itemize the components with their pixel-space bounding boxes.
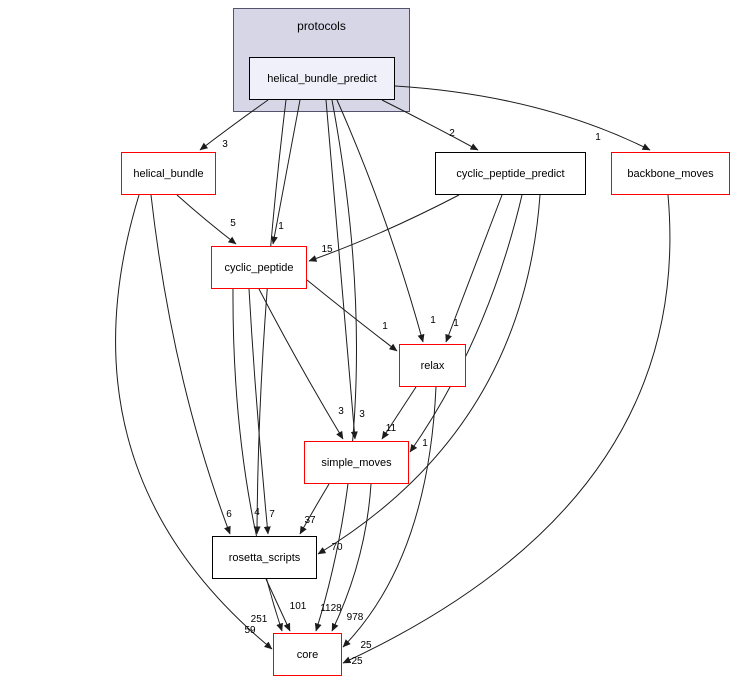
edge-cyclic_peptide-to-core — [232, 288, 283, 632]
node-helical-bundle-predict[interactable]: helical_bundle_predict — [249, 57, 395, 100]
edge-count-label: 1 — [595, 132, 601, 143]
edge-cyclic_peptide_predict-to-simple_moves — [409, 194, 523, 453]
edge-count-label: 7 — [269, 509, 275, 520]
node-relax[interactable]: relax — [399, 344, 466, 387]
edge-count-label: 59 — [244, 625, 256, 636]
edge-count-label: 251 — [251, 614, 268, 625]
edge-count-label: 5 — [230, 218, 236, 229]
edge-count-label: 101 — [290, 601, 307, 612]
edge-backbone_moves-to-core — [342, 194, 671, 664]
edge-count-label: 15 — [321, 244, 333, 255]
edge-count-label: 1 — [453, 318, 459, 329]
edge-helical_bundle_predict-to-core — [314, 99, 357, 632]
edge-count-label: 2 — [449, 128, 455, 139]
node-simple-moves[interactable]: simple_moves — [304, 441, 409, 484]
edge-helical_bundle_predict-to-rosetta_scripts — [253, 99, 287, 535]
edge-helical_bundle_predict-to-helical_bundle — [199, 99, 269, 151]
edge-count-label: 1128 — [320, 603, 342, 614]
edge-count-label: 25 — [351, 656, 363, 667]
node-helical-bundle[interactable]: helical_bundle — [121, 152, 216, 195]
edge-simple_moves-to-rosetta_scripts — [299, 483, 330, 535]
node-backbone-moves[interactable]: backbone_moves — [611, 152, 730, 195]
edge-relax-to-simple_moves — [381, 386, 417, 440]
edge-count-label: 11 — [386, 423, 397, 434]
edge-count-label: 25 — [360, 640, 372, 651]
edge-cyclic_peptide_predict-to-cyclic_peptide — [308, 194, 460, 262]
edge-helical_bundle_predict-to-backbone_moves — [394, 85, 651, 151]
node-cyclic-peptide[interactable]: cyclic_peptide — [211, 246, 307, 289]
edge-count-label: 1 — [422, 438, 428, 449]
edge-helical_bundle-to-rosetta_scripts — [150, 194, 231, 535]
edge-helical_bundle_predict-to-cyclic_peptide — [270, 99, 301, 245]
edge-cyclic_peptide_predict-to-rosetta_scripts — [317, 194, 541, 555]
edge-cyclic_peptide_predict-to-relax — [445, 194, 503, 343]
edge-count-label: 978 — [347, 612, 364, 623]
edge-rosetta_scripts-to-core — [265, 578, 291, 632]
edge-count-label: 37 — [304, 515, 316, 526]
edge-count-label: 4 — [254, 507, 260, 518]
edge-count-label: 3 — [338, 406, 344, 417]
edge-cyclic_peptide-to-relax — [306, 279, 398, 352]
cluster-title[interactable]: protocols — [297, 19, 346, 33]
edge-cyclic_peptide-to-simple_moves — [258, 288, 344, 440]
edge-cyclic_peptide-to-rosetta_scripts — [248, 288, 271, 535]
edge-helical_bundle_predict-to-cyclic_peptide_predict — [381, 99, 479, 151]
edge-helical_bundle_predict-to-simple_moves — [325, 99, 358, 440]
edge-relax-to-core — [342, 386, 437, 648]
node-rosetta-scripts[interactable]: rosetta_scripts — [212, 536, 317, 579]
node-core[interactable]: core — [273, 633, 342, 676]
edge-count-label: 1 — [382, 321, 388, 332]
edge-count-label: 1 — [278, 221, 284, 232]
edge-helical_bundle_predict-to-relax — [336, 99, 425, 343]
edge-count-label: 1 — [430, 315, 436, 326]
edge-simple_moves-to-core — [331, 483, 372, 632]
edge-count-label: 3 — [222, 139, 228, 150]
edge-helical_bundle-to-core — [115, 194, 273, 650]
edge-helical_bundle-to-cyclic_peptide — [176, 194, 237, 245]
edge-count-label: 6 — [226, 509, 232, 520]
node-cyclic-peptide-predict[interactable]: cyclic_peptide_predict — [435, 152, 586, 195]
edge-count-label: 3 — [359, 409, 365, 420]
